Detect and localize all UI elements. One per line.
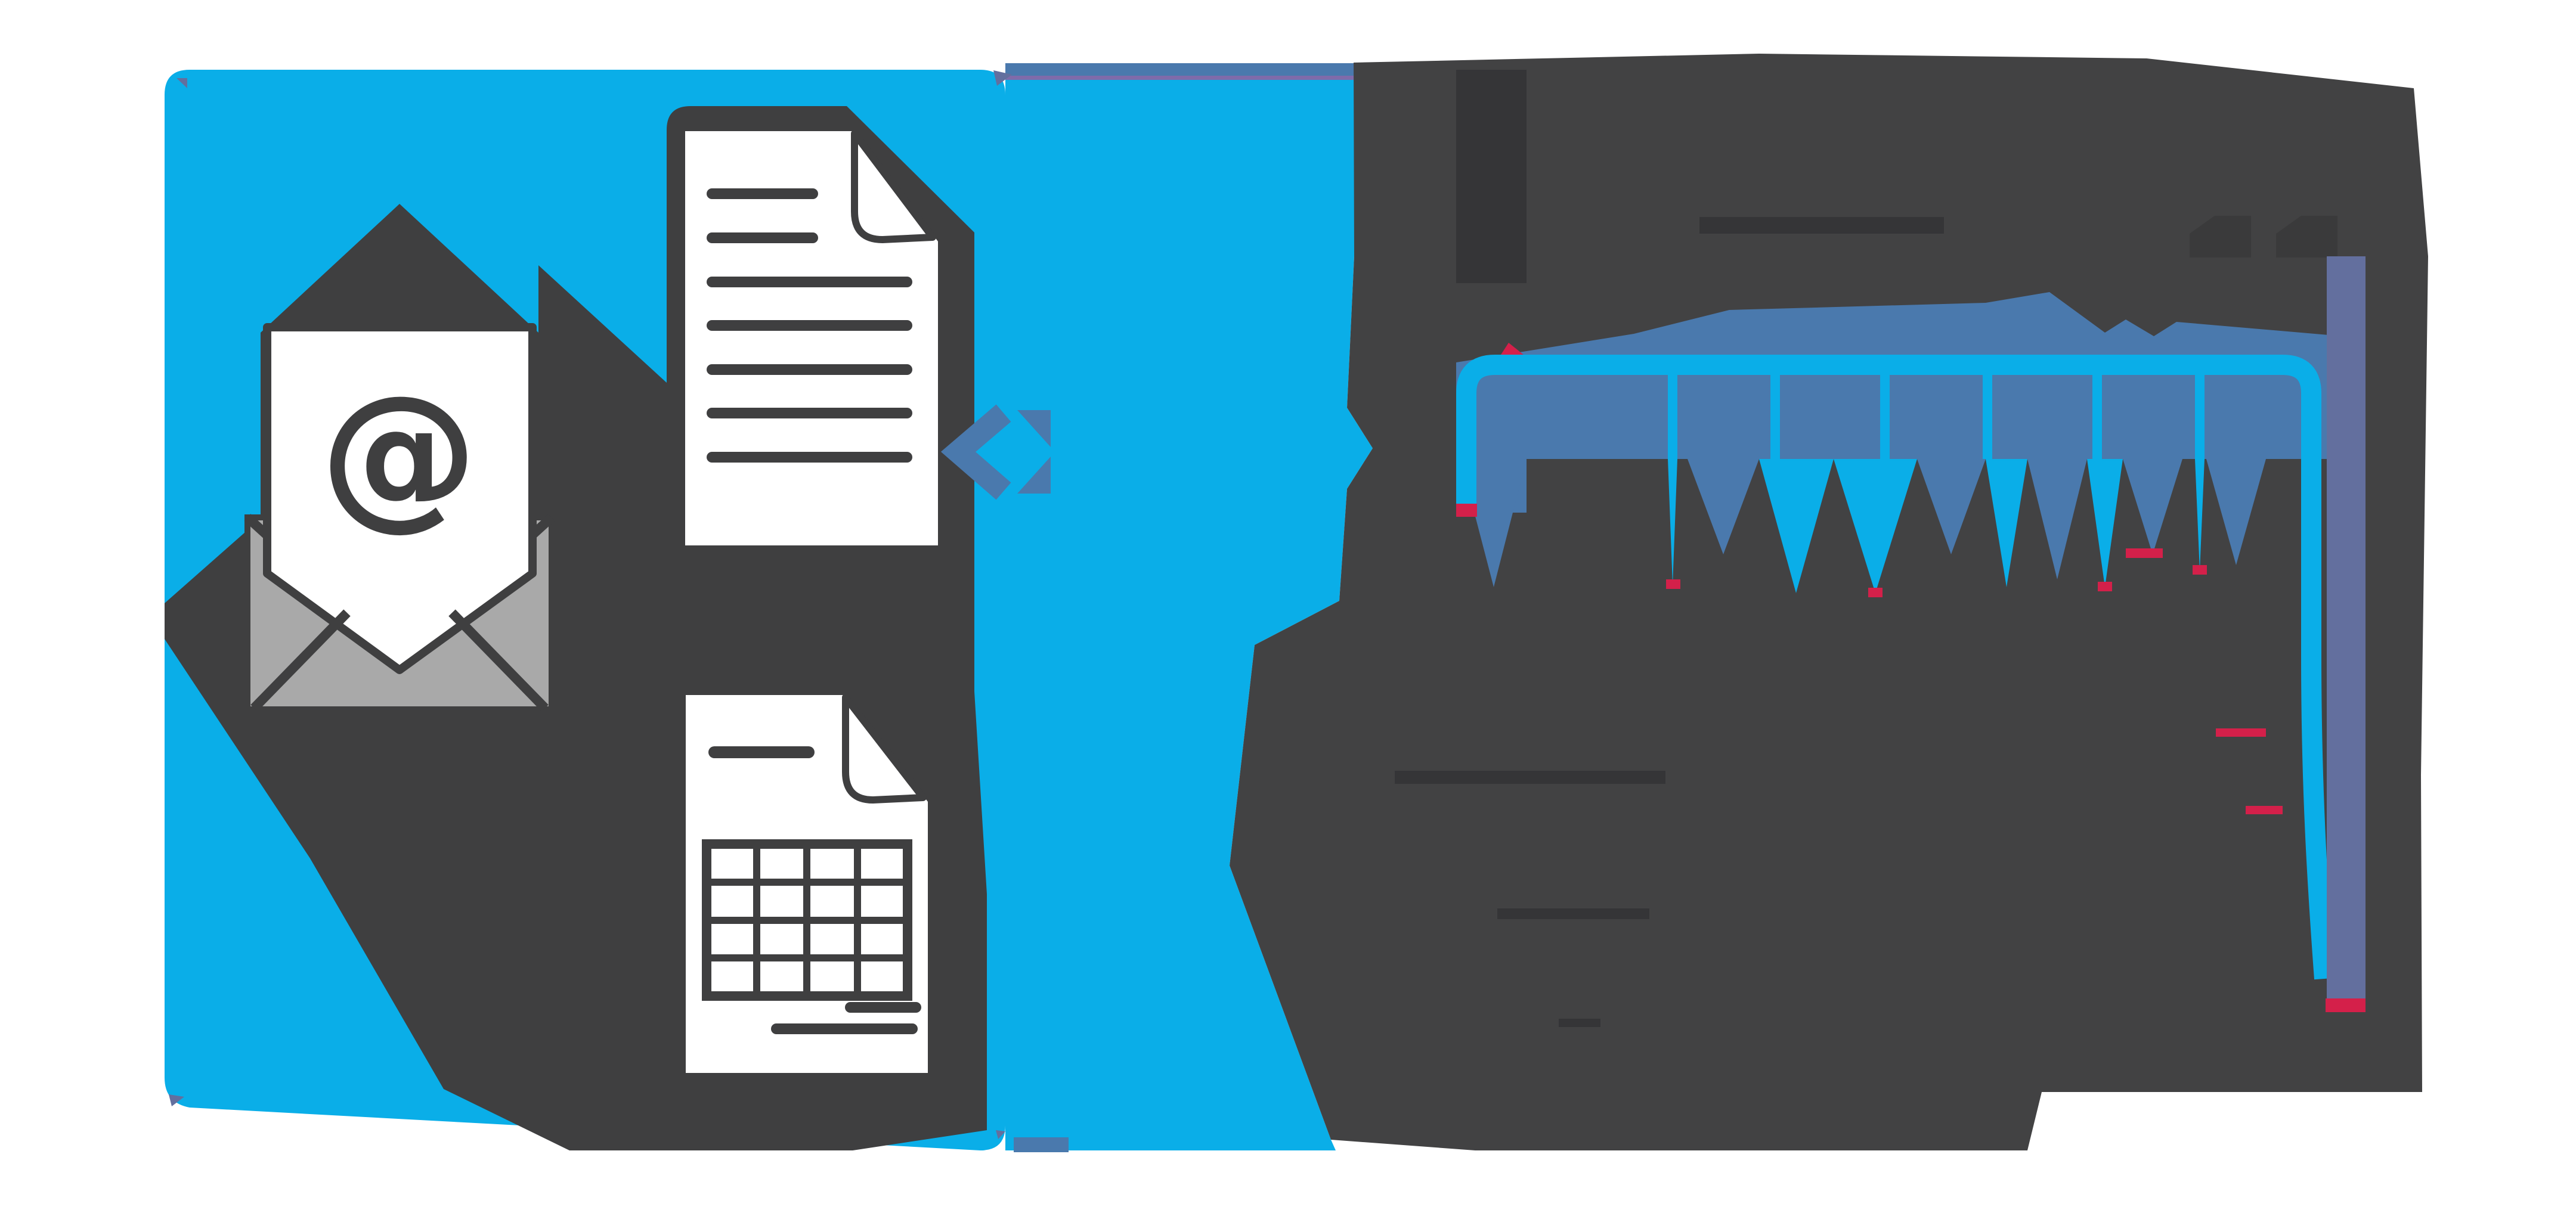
envelope-crease-left: [250, 609, 351, 712]
code-brackets-icon: [940, 404, 1051, 500]
quote-mark-left: [2190, 216, 2251, 258]
text-doc-fold: [851, 130, 936, 243]
steel-hanging-wedges: [1460, 459, 2266, 587]
corner-dot-bottom-left: [169, 1094, 184, 1106]
envelope-crease-right: [448, 609, 549, 712]
corner-dot-top-right: [993, 70, 1012, 86]
dark-column: [1456, 70, 1527, 283]
sheet-grid: [702, 839, 912, 1001]
redacted-dashes: [1395, 217, 1944, 1027]
bracket-right-top: [1017, 410, 1051, 447]
blue-outline-bar: [1456, 355, 2334, 980]
text-doc-lines: [707, 188, 912, 463]
spreadsheet-document-icon: [686, 694, 928, 1073]
red-glitch-marks: [1456, 504, 2366, 1012]
corner-dot-top-left: [177, 78, 187, 88]
slate-stripe: [2327, 256, 2366, 998]
steel-corner-smear: [1014, 1137, 1069, 1152]
bracket-left: [940, 404, 1011, 500]
corner-dot-bottom-right: [996, 1130, 1005, 1139]
blue-drip-triangles: [1668, 375, 2205, 593]
blue-arrow-smear: [1005, 77, 1376, 1150]
quote-mark-right: [2276, 216, 2337, 258]
bracket-right-bottom: [1017, 457, 1051, 494]
sheet-fold: [842, 694, 927, 804]
text-document-icon: [685, 130, 938, 545]
email-envelope-at-icon: @: [244, 323, 555, 712]
purple-accent-line: [1005, 76, 1354, 80]
shadow-bridge: [538, 265, 682, 525]
sheet-footer-dashes: [771, 1002, 921, 1034]
at-symbol: @: [320, 362, 478, 545]
